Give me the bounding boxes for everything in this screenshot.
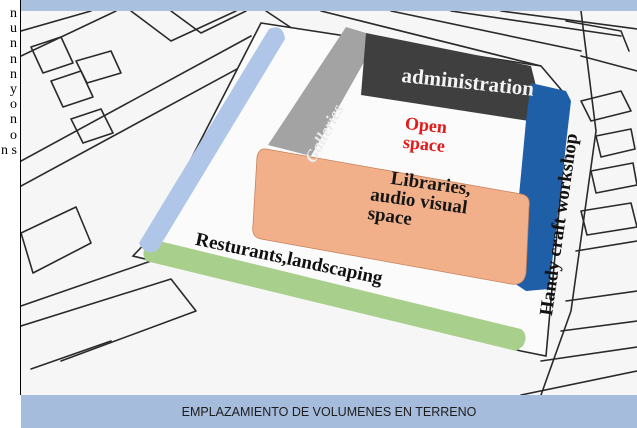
top-banner-band (21, 0, 637, 11)
administration-zone (361, 33, 536, 121)
open-space-label: Open space (402, 113, 448, 156)
galleries-zone (268, 27, 376, 156)
left-margin-text: n u n n n y o n o n s (1, 6, 17, 158)
libraries-label: Libraries, audio visual space (366, 166, 472, 236)
left-margin-text-strip: n u n n n y o n o n s (0, 0, 20, 428)
site-plan-drawing (21, 11, 637, 395)
caption-text: EMPLAZAMIENTO DE VOLUMENES EN TERRENO (181, 404, 477, 419)
restaurants-landscaping-zone (143, 239, 526, 351)
margin-divider (20, 0, 21, 395)
context-buildings (21, 11, 637, 395)
libraries-zone (252, 148, 530, 285)
caption-banner: EMPLAZAMIENTO DE VOLUMENES EN TERRENO (21, 395, 637, 428)
left-blue-strip-zone (139, 27, 285, 253)
site-plan-diagram: administration Galleries Open space Libr… (21, 11, 637, 395)
